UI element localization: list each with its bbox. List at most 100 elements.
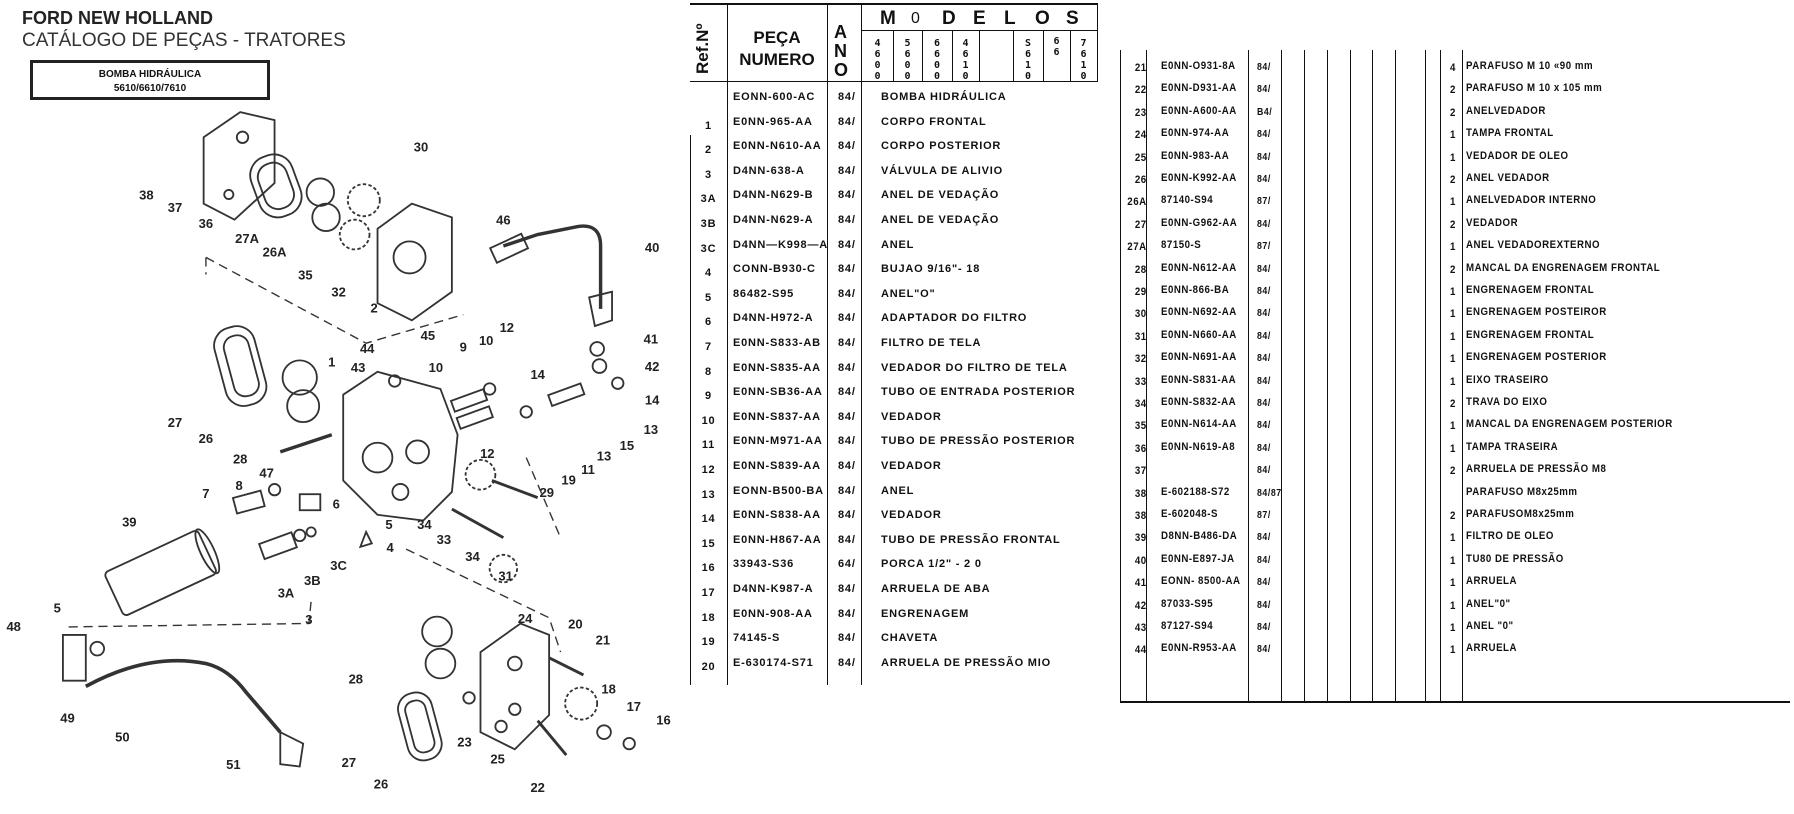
row-ref: 19 xyxy=(701,636,716,649)
row-part-number: E0NN-N691-AA xyxy=(1161,351,1237,364)
row-year: 84/ xyxy=(838,287,856,300)
row-part-number: E0NN-SB36-AA xyxy=(733,386,823,399)
row-year: 84/ xyxy=(1257,174,1271,185)
callout-label: 34 xyxy=(417,517,432,532)
callout-label: 15 xyxy=(620,438,634,453)
row-year: 84/ xyxy=(1257,308,1271,320)
model-column-divider xyxy=(922,30,923,82)
row-part-number: 33943-S36 xyxy=(733,558,795,571)
header-models-letter: M xyxy=(880,8,896,29)
row-part-number: EONN-B500-BA xyxy=(733,484,824,497)
callout-label: 18 xyxy=(601,682,615,697)
callout-label: 27A xyxy=(235,231,259,246)
row-ref: 44 xyxy=(1134,644,1147,657)
row-year: 87/ xyxy=(1257,241,1271,253)
table-border xyxy=(862,30,1098,31)
row-ref: 38 xyxy=(1134,510,1147,522)
row-year: 84/ xyxy=(1257,84,1271,96)
callout-label: 34 xyxy=(465,549,480,564)
row-part-number: 87140-S94 xyxy=(1161,194,1214,207)
table-border xyxy=(1120,701,1790,703)
row-part-number: E0NN-S832-AA xyxy=(1161,396,1237,408)
callout-label: 51 xyxy=(226,757,240,772)
callout-label: 35 xyxy=(298,268,312,283)
callout-label: 25 xyxy=(490,752,504,767)
row-part-number: E0NN-M971-AA xyxy=(733,435,823,448)
row-part-number: E0NN-N610-AA xyxy=(733,140,822,153)
row-description: FILTRO DE TELA xyxy=(881,337,982,349)
row-quantity: 1 xyxy=(1450,330,1456,343)
row-description: VEDADOR xyxy=(881,509,942,522)
row-part-number: E0NN-866-BA xyxy=(1161,284,1230,296)
row-part-number: E0NN-965-AA xyxy=(733,115,813,128)
row-ref: 26A xyxy=(1127,196,1147,209)
row-year: 84/ xyxy=(1257,420,1271,432)
row-year: 87/ xyxy=(1257,196,1271,208)
row-ref: 18 xyxy=(701,611,716,624)
model-label: 4600 xyxy=(874,38,881,82)
column-divider xyxy=(1327,50,1328,702)
row-description: PARAFUSO M 10 «90 mm xyxy=(1466,60,1594,72)
callout-label: 2 xyxy=(370,301,377,316)
row-ref: 4 xyxy=(705,267,712,280)
row-ref: 13 xyxy=(701,488,716,501)
row-part-number: CONN-B930-C xyxy=(733,263,816,276)
row-year: 84/ xyxy=(838,460,856,472)
callout-label: 5 xyxy=(385,517,392,532)
header-part-line1: PEÇA xyxy=(753,28,801,47)
row-description: ANEL"0" xyxy=(1466,597,1511,610)
row-year: 84/ xyxy=(838,263,856,276)
callout-label: 40 xyxy=(645,240,659,255)
row-description: ANEL xyxy=(881,238,915,251)
row-ref: 34 xyxy=(1134,398,1147,410)
row-ref: 16 xyxy=(701,562,716,575)
row-ref: 11 xyxy=(701,439,716,452)
row-description: MANCAL DA ENGRENAGEM FRONTAL xyxy=(1466,261,1661,274)
row-year: 84/ xyxy=(1257,330,1271,342)
callout-label: 4 xyxy=(386,540,394,555)
row-description: ANELVEDADOR xyxy=(1466,104,1546,117)
callout-label: 10 xyxy=(429,360,443,375)
callout-label: 50 xyxy=(115,730,129,745)
callout-label: 12 xyxy=(480,446,494,461)
row-ref: 1 xyxy=(705,119,712,132)
row-year: 84/ xyxy=(838,164,856,177)
row-quantity: 1 xyxy=(1450,577,1456,590)
row-description: ANEL VEDADOREXTERNO xyxy=(1466,239,1601,252)
row-description: ANEL xyxy=(881,484,915,497)
row-description: EIXO TRASEIRO xyxy=(1466,373,1549,386)
row-year: 84/ xyxy=(1257,644,1271,656)
row-description: VÁLVULA DE ALIVIO xyxy=(881,164,1003,177)
row-ref: 33 xyxy=(1134,375,1147,388)
row-ref: 25 xyxy=(1134,151,1147,164)
row-ref: 7 xyxy=(705,341,712,353)
callout-label: 1 xyxy=(328,355,335,370)
section-title: BOMBA HIDRÁULICA xyxy=(98,69,202,80)
row-year: 84/ xyxy=(838,607,856,620)
header-models-letter: 0 xyxy=(911,10,920,27)
row-description: CORPO FRONTAL xyxy=(881,115,987,128)
callout-label: 33 xyxy=(437,532,451,547)
column-divider xyxy=(1350,50,1351,702)
column-divider xyxy=(1281,50,1282,702)
row-part-number: E0NN-974-AA xyxy=(1161,127,1230,140)
row-year: 84/ xyxy=(1257,151,1271,163)
row-year: 84/ xyxy=(1257,622,1271,633)
row-year: 84/ xyxy=(838,115,856,128)
row-ref: 43 xyxy=(1134,622,1147,634)
model-column-divider xyxy=(979,30,980,82)
row-ref: 9 xyxy=(705,390,712,403)
row-description: ARRUELA DE PRESSÃO MIO xyxy=(881,656,1051,669)
row-part-number: E-602188-S72 xyxy=(1161,485,1230,498)
row-ref: 30 xyxy=(1134,308,1147,321)
row-ref: 38 xyxy=(1134,487,1147,500)
row-ref: 2 xyxy=(705,144,712,157)
callout-label: 10 xyxy=(479,333,493,348)
row-part-number: E0NN-H867-AA xyxy=(733,533,822,546)
row-quantity: 2 xyxy=(1450,218,1456,231)
table-border xyxy=(690,81,1098,82)
table-border xyxy=(690,135,691,685)
row-part-number: E-630174-S71 xyxy=(733,656,814,669)
row-ref: 26 xyxy=(1134,174,1147,186)
callout-label: 3B xyxy=(304,573,321,588)
